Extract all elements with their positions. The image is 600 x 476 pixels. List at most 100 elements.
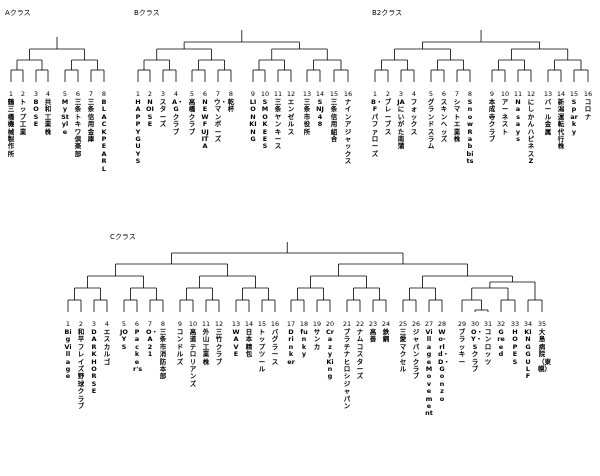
team-name: 三条トキワ倶楽部 [74,98,82,158]
seed-number: 11 [273,90,283,98]
team-name: アーネスト [501,98,509,136]
seed-number: 2 [147,90,153,98]
seed-number: 2 [385,90,391,98]
seed-number: 13 [302,90,312,98]
seed-number: 3 [398,90,404,98]
seed-number: 17 [286,320,296,328]
team-name: 和平フレイズ野球クラブ [77,328,85,411]
team-name: サンカ [313,328,321,351]
team-name: Packer's [133,328,143,374]
team-name: トップツール [258,328,266,374]
seed-number: 14 [556,90,566,98]
team-name: Village Movement [425,328,433,418]
seed-number: 22 [355,320,365,328]
team-name: JAにいがた南蒲 [397,98,405,151]
team-name: スキンヘッズ [440,98,448,144]
seed-number: 1 [8,90,14,98]
seed-number: 16 [343,90,353,98]
seed-number: 30 [470,320,480,328]
team-name: WAVE [232,328,240,359]
team-name: 共和工業株 [44,98,52,136]
team-name: DARK HORSE [91,328,97,396]
seed-number: 26 [411,320,421,328]
seed-number: 14 [315,90,325,98]
team-name: グランドスラム [427,98,435,151]
seed-number: 7 [215,90,221,98]
seed-number: 3 [160,90,166,98]
class-label: Cクラス [110,233,136,241]
seed-number: 13 [543,90,553,98]
seed-number: 24 [381,320,391,328]
team-name: ブラッキー [458,328,466,366]
seed-number: 2 [20,90,26,98]
team-name: ナインアジャックス [344,98,352,166]
seed-number: 31 [483,320,493,328]
team-name: Sparky [570,98,578,136]
team-name: コンロッツ [484,328,492,366]
team-name: Crazy King [326,328,334,381]
seed-number: 7 [147,320,153,328]
seed-number: 7 [454,90,460,98]
team-name: トップ工業 [19,98,27,136]
seed-number: 12 [526,90,536,98]
team-name: コンドルズ [176,328,184,366]
seed-number: 11 [513,90,523,98]
seed-number: 5 [189,90,195,98]
team-name: フォックス [410,98,418,136]
seed-number: 27 [424,320,434,328]
team-name: コロナ [584,98,592,121]
team-name: ウ・マンボーズ [214,98,227,144]
team-name: My Style [61,98,69,136]
seed-number: 15 [569,90,579,98]
team-name: SNJ48 [316,98,324,129]
seed-number: 21 [342,320,352,328]
team-name: 新潟運転代行株 [557,98,565,151]
seed-number: 28 [437,320,447,328]
class-label: B2クラス [372,9,403,17]
seed-number: 8 [160,320,166,328]
seed-number: 18 [299,320,309,328]
seed-number: 33 [510,320,520,328]
team-name: NOISE [146,98,154,129]
seed-number: 4 [45,90,51,98]
team-name: 三条市消防本部 [159,328,167,381]
team-name: Big Village [64,328,72,381]
seed-number: 5 [62,90,68,98]
team-name: 高道テロリアンズ [189,328,197,388]
seed-number: 8 [467,90,473,98]
seed-number: 15 [257,320,267,328]
seed-number: 6 [202,90,208,98]
team-name: スターズ [159,98,167,129]
seed-number: 4 [104,320,110,328]
team-name: funky [300,328,308,359]
team-name: 外山工業株 [202,328,210,366]
team-name: A・Gクラブ [172,98,184,136]
seed-number: 13 [231,320,241,328]
team-name: 三愛マクセル [399,328,407,374]
seed-number: 9 [489,90,495,98]
seed-number: 2 [78,320,84,328]
team-name: HOPES [512,328,518,366]
seed-number: 12 [286,90,296,98]
team-name: 高橋クラブ [188,98,196,136]
seed-number: 6 [75,90,81,98]
team-name: エスカルゴ [103,328,111,366]
seed-number: 29 [457,320,467,328]
team-name: ジャパンクラブ [412,328,420,381]
team-name: LION KING [249,98,257,144]
seed-number: 4 [173,90,179,98]
seed-number: 25 [398,320,408,328]
seed-number: 15 [329,90,339,98]
team-name: シマトエ業株 [453,98,461,144]
seed-number: 20 [325,320,335,328]
team-name: O・A21 [146,328,159,359]
seed-number: 8 [101,90,107,98]
seed-number: 14 [244,320,254,328]
team-name: JOYS [120,328,128,351]
class-label: Bクラス [134,9,160,17]
seed-number: 5 [121,320,127,328]
seed-number: 16 [270,320,280,328]
team-name: にしかんハピネスZ [527,98,535,166]
seed-number: 1 [65,320,71,328]
team-name: 大島病院（東幌） [538,328,551,374]
